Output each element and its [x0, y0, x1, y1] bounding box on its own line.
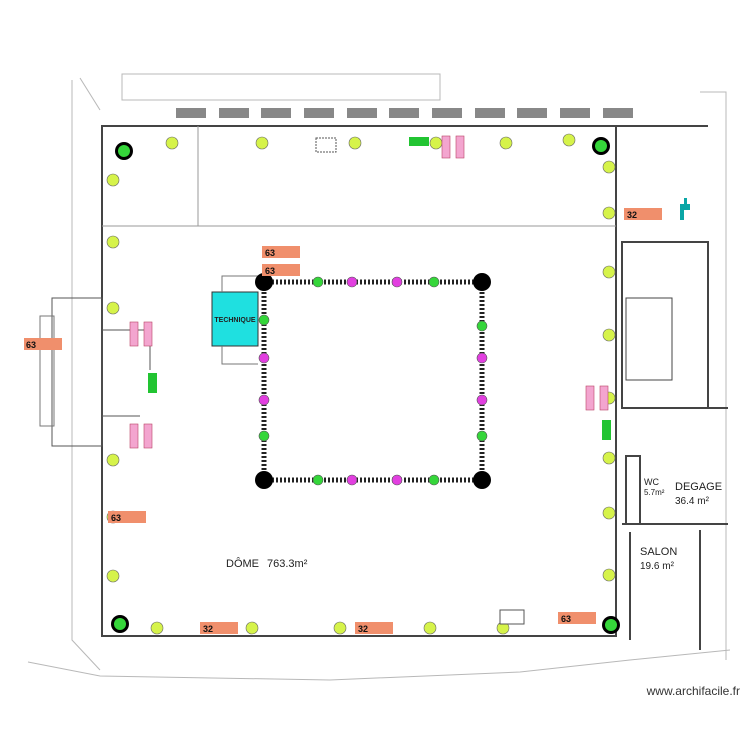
power-box-1 [262, 246, 300, 258]
marker-yellow [106, 569, 120, 583]
marker-green [312, 276, 324, 288]
marker-magenta [258, 394, 270, 406]
marker-yellow [602, 568, 616, 582]
power-box-2 [262, 264, 300, 276]
marker-yellow [602, 506, 616, 520]
power-box-label: 32 [627, 210, 637, 220]
marker-green [605, 619, 617, 631]
power-box-label: 63 [265, 266, 275, 276]
marker-magenta [258, 352, 270, 364]
top-panels [176, 108, 633, 118]
truss-node [255, 273, 273, 291]
marker-green [258, 314, 270, 326]
power-box-5 [200, 622, 238, 634]
power-box-label: 32 [358, 624, 368, 634]
marker-magenta [476, 394, 488, 406]
marker-green [312, 474, 324, 486]
marker-yellow [429, 136, 443, 150]
marker-yellow [165, 136, 179, 150]
power-box-4 [624, 208, 662, 220]
power-box-label: 32 [203, 624, 213, 634]
small-fixture [499, 609, 525, 625]
marker-yellow [150, 621, 164, 635]
truss-markers [258, 276, 488, 486]
pink-units [129, 135, 609, 449]
marker-yellow [245, 621, 259, 635]
technique-label: TECHNIQUE [214, 317, 256, 324]
degage-room-area: 36.4 m² [675, 496, 710, 507]
marker-yellow [333, 621, 347, 635]
marker-green [114, 618, 126, 630]
power-box-label: 63 [111, 513, 121, 523]
marker-magenta [346, 276, 358, 288]
marker-yellow [106, 453, 120, 467]
marker-green [118, 145, 130, 157]
tap-icon [680, 198, 690, 220]
marker-green [476, 430, 488, 442]
marker-magenta [476, 352, 488, 364]
marker-green [428, 474, 440, 486]
small-fixture [315, 137, 337, 153]
marker-yellow [255, 136, 269, 150]
wc-room-name: WC [644, 477, 659, 487]
marker-yellow [602, 160, 616, 174]
marker-yellow [602, 328, 616, 342]
power-box-label: 63 [265, 248, 275, 258]
truss-frame [261, 279, 485, 483]
power-box-label: 63 [26, 340, 36, 350]
truss-node [473, 471, 491, 489]
marker-green [595, 140, 607, 152]
marker-magenta [391, 474, 403, 486]
marker-green [258, 430, 270, 442]
marker-yellow [562, 133, 576, 147]
marker-yellow [602, 265, 616, 279]
power-box-label: 63 [561, 614, 571, 624]
watermark: www.archifacile.fr [646, 684, 740, 698]
perimeter-markers [106, 133, 616, 635]
truss-node [473, 273, 491, 291]
marker-yellow [602, 206, 616, 220]
building-outline [27, 73, 731, 681]
marker-green [428, 276, 440, 288]
marker-yellow [602, 451, 616, 465]
power-boxes [24, 208, 662, 634]
wc-room-area: 5.7m² [644, 488, 665, 497]
salon-room-name: SALON [640, 546, 677, 558]
power-box-7 [108, 511, 146, 523]
truss-node [255, 471, 273, 489]
dome-room-name: DÔME [226, 557, 259, 570]
corner-markers [111, 137, 620, 634]
marker-magenta [391, 276, 403, 288]
degage-room-name: DEGAGE [675, 481, 722, 493]
dome-room-area: 763.3m² [267, 558, 308, 570]
marker-yellow [499, 136, 513, 150]
power-box-8 [558, 612, 596, 624]
exit-signs [148, 137, 611, 440]
power-box-6 [355, 622, 393, 634]
marker-yellow [106, 235, 120, 249]
marker-green [476, 320, 488, 332]
right-rooms [621, 241, 728, 650]
marker-yellow [348, 136, 362, 150]
marker-yellow [423, 621, 437, 635]
truss-nodes [255, 273, 491, 489]
power-box-labels: 63 63 63 63 32 32 32 63 [26, 210, 637, 634]
dome-walls [101, 125, 708, 637]
marker-magenta [346, 474, 358, 486]
salon-room-area: 19.6 m² [640, 561, 675, 572]
marker-yellow [106, 301, 120, 315]
technique-room [211, 275, 259, 365]
marker-yellow [106, 173, 120, 187]
power-box-3 [24, 338, 62, 350]
